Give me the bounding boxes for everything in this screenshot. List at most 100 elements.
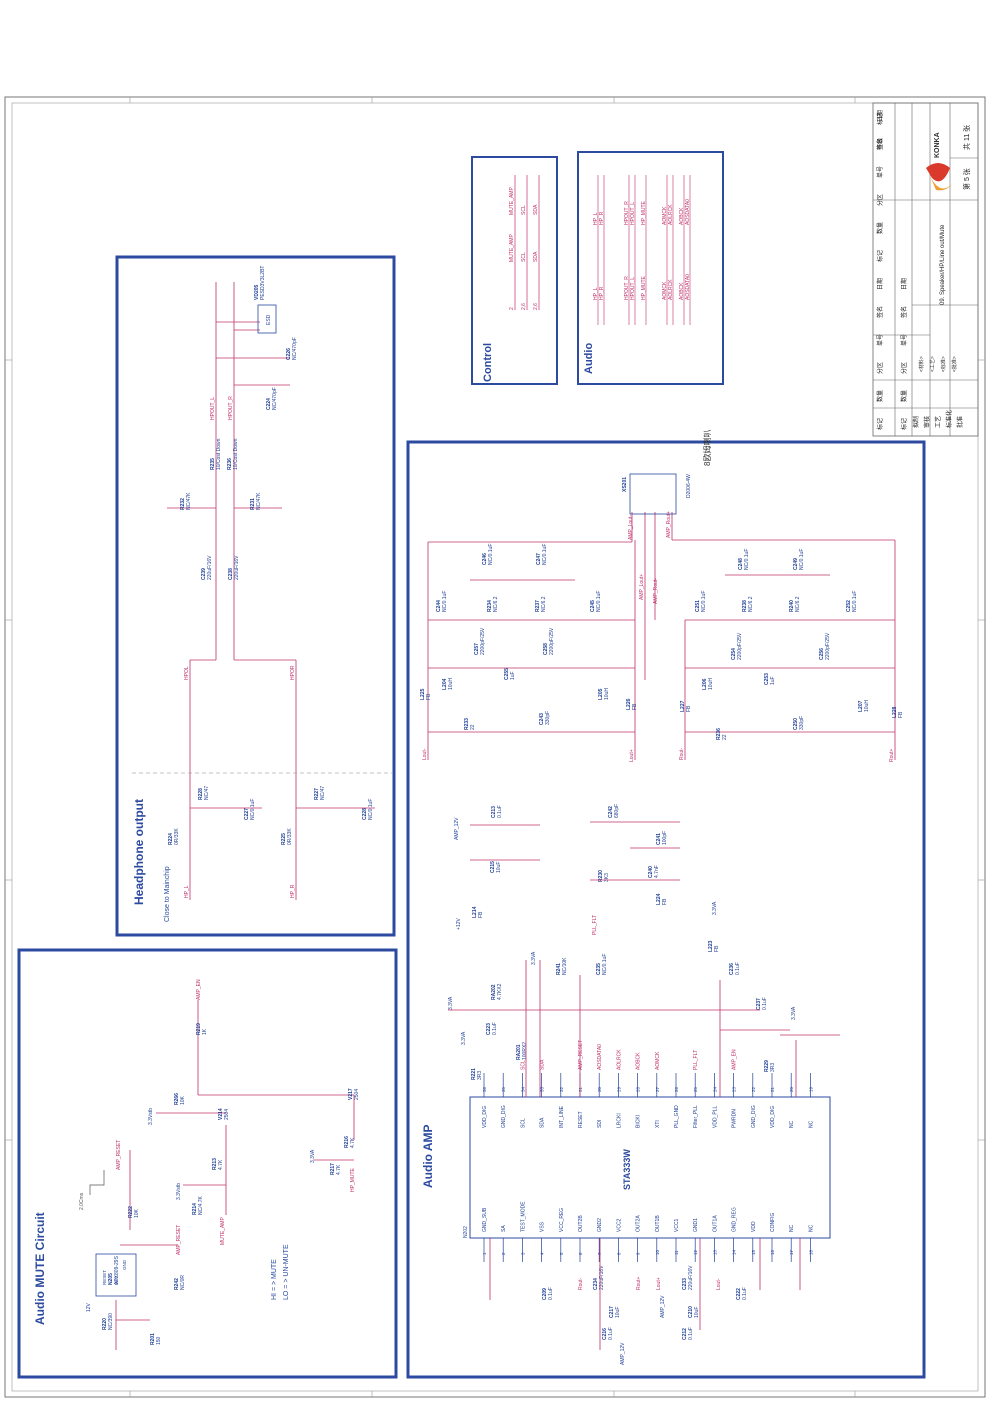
filter-component-ref: C257 bbox=[474, 643, 480, 655]
amp-pin-number: 25 bbox=[693, 1086, 698, 1092]
speaker-note: 8欧姆喇叭 bbox=[702, 430, 712, 466]
tb-row-header: 标记 bbox=[900, 418, 908, 430]
amp-pin-number: 32 bbox=[559, 1086, 564, 1092]
audio-signal-label: AOLRCK bbox=[668, 204, 674, 225]
amp-pin-number: 2 bbox=[501, 1252, 506, 1255]
hp-component-value: 220uF/16V bbox=[234, 555, 240, 580]
amp-pin-number: 5 bbox=[559, 1252, 564, 1255]
amp-net-label: AOLRCK bbox=[616, 1049, 622, 1070]
amp-component-value: 10uF bbox=[694, 1307, 700, 1318]
amp-component-value: 0.1uF bbox=[492, 1022, 498, 1035]
power-net: AMP_12V bbox=[660, 1295, 666, 1318]
filter-net: Lout- bbox=[422, 748, 428, 760]
power-net: PLL_FLT bbox=[592, 915, 598, 935]
amp-component-value: 100RX2 bbox=[522, 1042, 528, 1060]
mute-net: 3.3Vstb bbox=[176, 1183, 182, 1200]
amp-wires bbox=[448, 821, 840, 1350]
mute-component-ref: N205 bbox=[108, 1273, 114, 1285]
amp-pin-number: 1 bbox=[482, 1252, 487, 1255]
amp-output-net: Lout+ bbox=[656, 1277, 662, 1290]
mute-net: 3.3Vstb bbox=[148, 1108, 154, 1125]
title-block-cells: 拟制审核工艺标准化批准标记数量分区单号签名日期标记数量分区单号签名日期标记数量分… bbox=[876, 110, 964, 430]
hp-component-value: 10/Cost Down bbox=[233, 438, 239, 470]
amp-component-ref: C217 bbox=[609, 1306, 615, 1318]
amp-pin-name: VDD bbox=[751, 1221, 757, 1232]
audio-block-frame bbox=[577, 151, 724, 385]
headphone-title: Headphone output bbox=[132, 799, 146, 905]
tb-role: 审核 bbox=[923, 416, 931, 428]
filter-net: Rout- bbox=[679, 747, 685, 760]
hp-component-value: NC/47 bbox=[204, 786, 210, 800]
filter-net: AMP_Rout- bbox=[653, 578, 659, 604]
audio-title: Audio bbox=[583, 343, 595, 374]
amp-pin-number: 30 bbox=[597, 1086, 602, 1092]
power-net: 3.3VA bbox=[461, 1031, 467, 1045]
amp-component-value: 680pF bbox=[614, 804, 620, 818]
hp-component-ref: R228 bbox=[198, 788, 204, 800]
tb-column: 标记 bbox=[876, 418, 884, 430]
amp-component-value: 220uF/16V bbox=[688, 1265, 694, 1290]
audio-signal-label: HPOUT_L bbox=[630, 277, 636, 300]
amp-component-ref: C222 bbox=[736, 1288, 742, 1300]
tb-misc: <材料> bbox=[918, 356, 925, 372]
amp-pin-name: VDD_DIG bbox=[482, 1106, 488, 1128]
amp-pin-name: XTI bbox=[655, 1120, 661, 1128]
hp-component-value: PESD3V3L2BT bbox=[260, 266, 266, 300]
filter-component-ref: L206 bbox=[702, 678, 708, 690]
amp-pin-number: 28 bbox=[636, 1086, 641, 1092]
amp-pin-number: 27 bbox=[655, 1086, 660, 1092]
amp-pin-number: 19 bbox=[808, 1086, 813, 1092]
amp-pin-name: OUT1A bbox=[712, 1215, 718, 1232]
amp-pin-name: NC bbox=[808, 1224, 814, 1232]
hp-component-ref: C239 bbox=[201, 568, 207, 580]
amp-component-ref: C240 bbox=[648, 866, 654, 878]
hp-component-value: 220uF/16V bbox=[207, 555, 213, 580]
amp-pin-number: 36 bbox=[482, 1086, 487, 1092]
amp-component-ref: C210 bbox=[688, 1306, 694, 1318]
filter-component-ref: R236 bbox=[716, 728, 722, 740]
ic-pin-label: GND bbox=[122, 1259, 127, 1270]
amp-pin-number: 31 bbox=[578, 1086, 583, 1092]
filter-component-ref: C253 bbox=[764, 673, 770, 685]
mute-component-value: 150 bbox=[156, 1336, 162, 1345]
amp-component-ref: RA202 bbox=[491, 984, 497, 1000]
hp-component-value: NC/470pF bbox=[292, 337, 298, 360]
ctrl-pin-3: 2,6 bbox=[533, 303, 539, 310]
ctrl-mute-amp-2: MUTE_AMP bbox=[509, 187, 515, 215]
mute-component-value: NC/390 bbox=[108, 1313, 114, 1330]
filter-component-ref: C252 bbox=[846, 600, 852, 612]
audio-signal-label: HP_R bbox=[599, 286, 605, 300]
amp-pin-name: LRCKI bbox=[616, 1113, 622, 1128]
tb-stage: 等级 bbox=[876, 138, 884, 150]
amp-component-ref: C236 bbox=[729, 963, 735, 975]
audio-signal-label: HPOUT_R bbox=[624, 201, 630, 225]
amp-pin-number: 13 bbox=[712, 1249, 717, 1255]
filter-component-value: 2200pF/25V bbox=[549, 627, 555, 655]
filter-component-ref: C258 bbox=[543, 643, 549, 655]
amp-component-value: NC/0.1uF bbox=[602, 954, 608, 975]
amp-component-ref: C213 bbox=[491, 806, 497, 818]
mute-component-ref: R222 bbox=[128, 1206, 134, 1218]
amp-component-value: 3R3 bbox=[477, 1071, 483, 1080]
mute-component-value: 4.7K bbox=[350, 1137, 356, 1148]
tb-column: 数量 bbox=[876, 222, 884, 234]
filter-component-ref: C249 bbox=[793, 558, 799, 570]
amp-component-value: FB bbox=[662, 898, 668, 905]
amp-pin-name: VSS bbox=[540, 1221, 546, 1232]
hp-component-ref: R232 bbox=[180, 498, 186, 510]
amp-pin-name: GND_DIG bbox=[501, 1105, 507, 1128]
hp-component-value: NC/470pF bbox=[272, 387, 278, 410]
amp-component-ref: L224 bbox=[656, 893, 662, 905]
amp-pin-name: NC bbox=[789, 1120, 795, 1128]
mute-block-frame bbox=[17, 948, 398, 1379]
mute-component-ref: R217 bbox=[330, 1163, 336, 1175]
amp-component-value: 0.1uF bbox=[688, 1327, 694, 1340]
filter-component-value: 1uF bbox=[770, 676, 776, 685]
amp-pin-name: VDD_DIG bbox=[770, 1106, 776, 1128]
audio-signal-label: AOLRCK bbox=[668, 279, 674, 300]
amp-net-label: SCL bbox=[520, 1060, 526, 1070]
filter-component-value: 22 bbox=[722, 734, 728, 740]
hp-net: HPOR bbox=[290, 665, 296, 680]
hp-component-ref: C228 bbox=[362, 808, 368, 820]
